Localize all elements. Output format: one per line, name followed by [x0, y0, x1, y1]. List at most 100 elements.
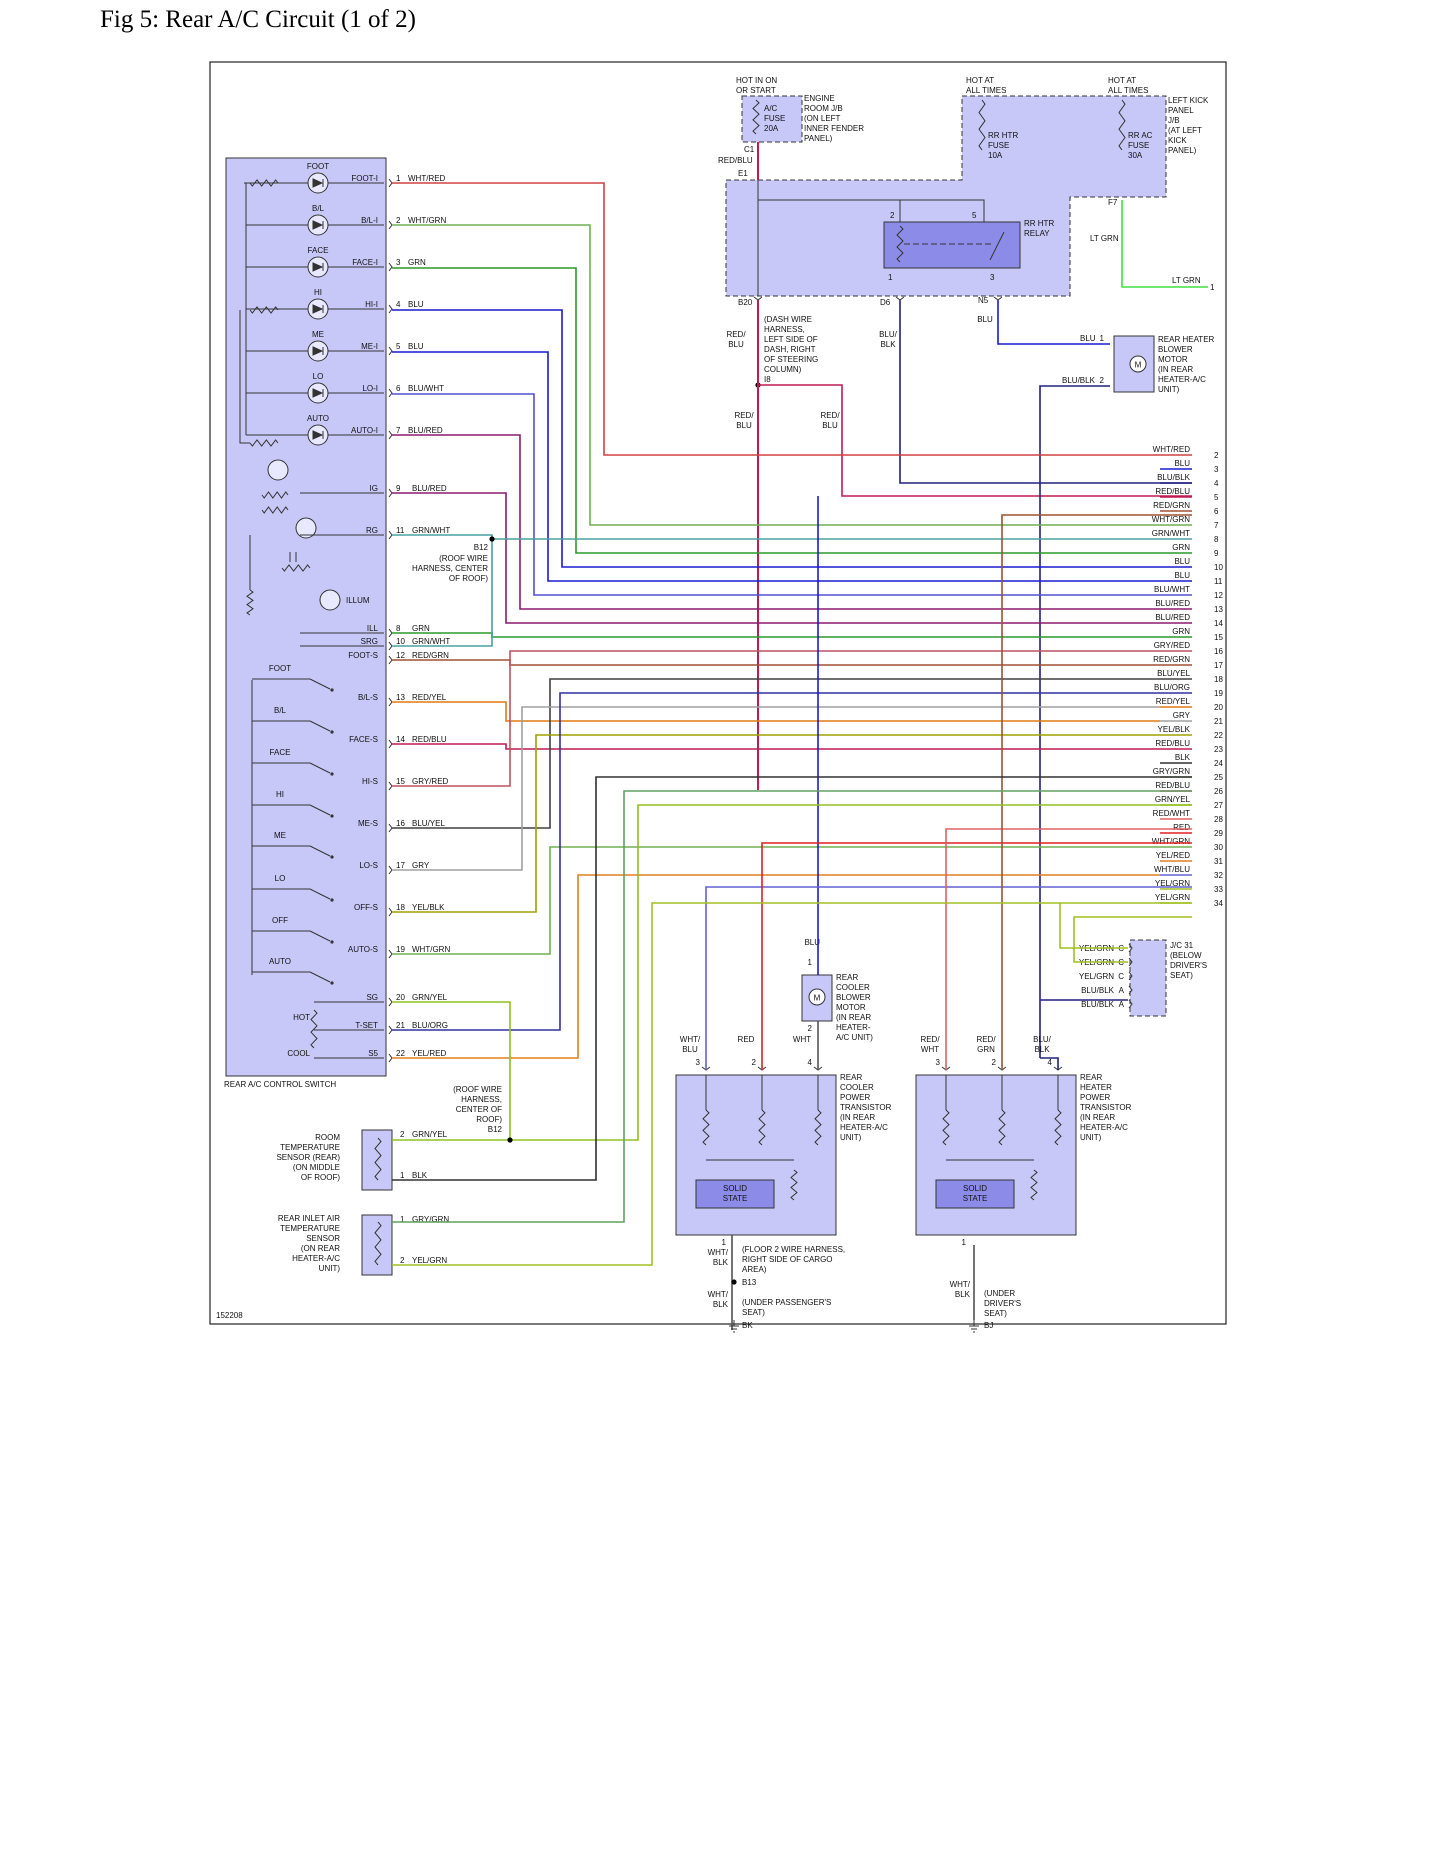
wire-label: WHT/RED [408, 174, 446, 183]
component-label: REAR [1080, 1073, 1102, 1082]
wire-label: GRN/YEL [412, 993, 448, 1002]
pin-number: 3 [936, 1058, 941, 1067]
harness-label: (UNDER [984, 1289, 1015, 1298]
pin-number: 3 [696, 1058, 701, 1067]
connector-label: N5 [978, 296, 989, 305]
pin-terminal [388, 655, 393, 665]
rear-heater-motor-symbol [1129, 355, 1147, 373]
jb-location-label: PANEL) [1168, 146, 1197, 155]
harness-label: DASH, RIGHT [764, 345, 816, 354]
wire-red-grn [392, 659, 1160, 666]
pin-number: 3 [990, 273, 995, 282]
harness-wire-label: WHT/GRN [1152, 837, 1190, 846]
wire-label: GRN/WHT [412, 526, 450, 535]
wire-red-grn [1001, 514, 1192, 1070]
harness-pin: 21 [1214, 717, 1223, 726]
wire-grn [392, 632, 1160, 638]
ground-symbol-bk [729, 1320, 739, 1333]
pin-number: 2 [752, 1058, 757, 1067]
wire-label: WHT/GRN [408, 216, 446, 225]
selector-label: FOOT [269, 664, 291, 673]
wire-blu-blk [1040, 1057, 1059, 1070]
wire-label: WHT/GRN [412, 945, 450, 954]
pin-number: 2 [400, 1130, 405, 1139]
component-label: TEMPERATURE [280, 1143, 340, 1152]
component-label: HEATER- [836, 1023, 871, 1032]
harness-label: HARNESS, [461, 1095, 502, 1104]
pin-number: 10 [396, 637, 405, 646]
pin-label: HI-S [362, 777, 378, 786]
wire-label: WHT/ [708, 1290, 729, 1299]
component-label: BLOWER [836, 993, 871, 1002]
wire-label: GRN/YEL [412, 1130, 448, 1139]
component-label: UNIT) [1080, 1133, 1102, 1142]
resistor [246, 589, 254, 616]
resistor [998, 1109, 1006, 1146]
pin-number: 4 [396, 300, 401, 309]
jb-location-label: (AT LEFT [1168, 126, 1202, 135]
wire-label: GRN [408, 258, 426, 267]
wire-label: LT GRN [1090, 234, 1119, 243]
wire-blk [392, 776, 1192, 1181]
wire-label: GRN [412, 624, 430, 633]
harness-wire-label: RED/WHT [1153, 809, 1190, 818]
pin-number: 12 [396, 651, 405, 660]
harness-label: (FLOOR 2 WIRE HARNESS, [742, 1245, 845, 1254]
wire-label: RED/ [920, 1035, 940, 1044]
pin-label: LO-I [362, 384, 378, 393]
wire-label: BLU/YEL [412, 819, 445, 828]
pin-terminal [388, 1025, 393, 1035]
component-label: OF ROOF) [301, 1173, 340, 1182]
component-label: A/C UNIT) [836, 1033, 873, 1042]
connector-label: I8 [764, 375, 771, 384]
resistor [261, 506, 289, 514]
wire-label: WHT/ [950, 1280, 971, 1289]
switch-pole [330, 855, 334, 859]
pin-label: FOOT-I [351, 174, 378, 183]
component-label: SENSOR [306, 1234, 340, 1243]
transistor-icon [295, 517, 317, 539]
wire-label: BLK [880, 340, 896, 349]
component-label: HEATER-A/C [840, 1123, 888, 1132]
solid-state-label: STATE [963, 1194, 988, 1203]
solid-state-label: STATE [723, 1194, 748, 1203]
pin-terminal [388, 997, 393, 1007]
pin-number: 1 [1100, 334, 1105, 343]
rear-ac-control-switch [225, 157, 387, 1077]
fuse-symbol [978, 99, 986, 151]
harness-label: LEFT SIDE OF [764, 335, 818, 344]
harness-wire-label: BLU/WHT [1154, 585, 1190, 594]
wire-blu-red [392, 492, 1160, 624]
wire-label: BLU [408, 342, 424, 351]
wire-label: RED/ [734, 411, 754, 420]
harness-pin: 18 [1214, 675, 1223, 684]
harness-wire-label: GRY/GRN [1153, 767, 1190, 776]
pin-number: 2 [808, 1024, 813, 1033]
connector-label: B12 [474, 543, 489, 552]
selector-label: ME [274, 831, 286, 840]
pin-label: LO-S [359, 861, 378, 870]
wire-label: RED/ [976, 1035, 996, 1044]
harness-pin: 30 [1214, 843, 1223, 852]
wire-label: RED/BLU [412, 735, 447, 744]
relay-label: RELAY [1024, 229, 1050, 238]
rear-cooler-power-transistor [675, 1074, 837, 1236]
harness-pin: 3 [1214, 465, 1219, 474]
harness-pin: 9 [1214, 549, 1219, 558]
harness-label: (ROOF WIRE [439, 554, 488, 563]
component-label: (ON MIDDLE [293, 1163, 340, 1172]
component-label: COOLER [836, 983, 870, 992]
selector-label: B/L [274, 706, 287, 715]
jc-pin: C [1118, 972, 1124, 981]
harness-label: OF STEERING [764, 355, 818, 364]
harness-pin: 13 [1214, 605, 1223, 614]
harness-pin: 31 [1214, 857, 1223, 866]
indicator-label: ME [312, 330, 324, 339]
harness-label: HARNESS, [764, 325, 805, 334]
harness-pin: 12 [1214, 591, 1223, 600]
component-label: UNIT) [319, 1264, 341, 1273]
fuse-symbol [752, 99, 760, 135]
wire-label: BLU [1080, 334, 1096, 343]
jb-location-label: (ON LEFT [804, 114, 841, 123]
selector-label: OFF [272, 916, 288, 925]
